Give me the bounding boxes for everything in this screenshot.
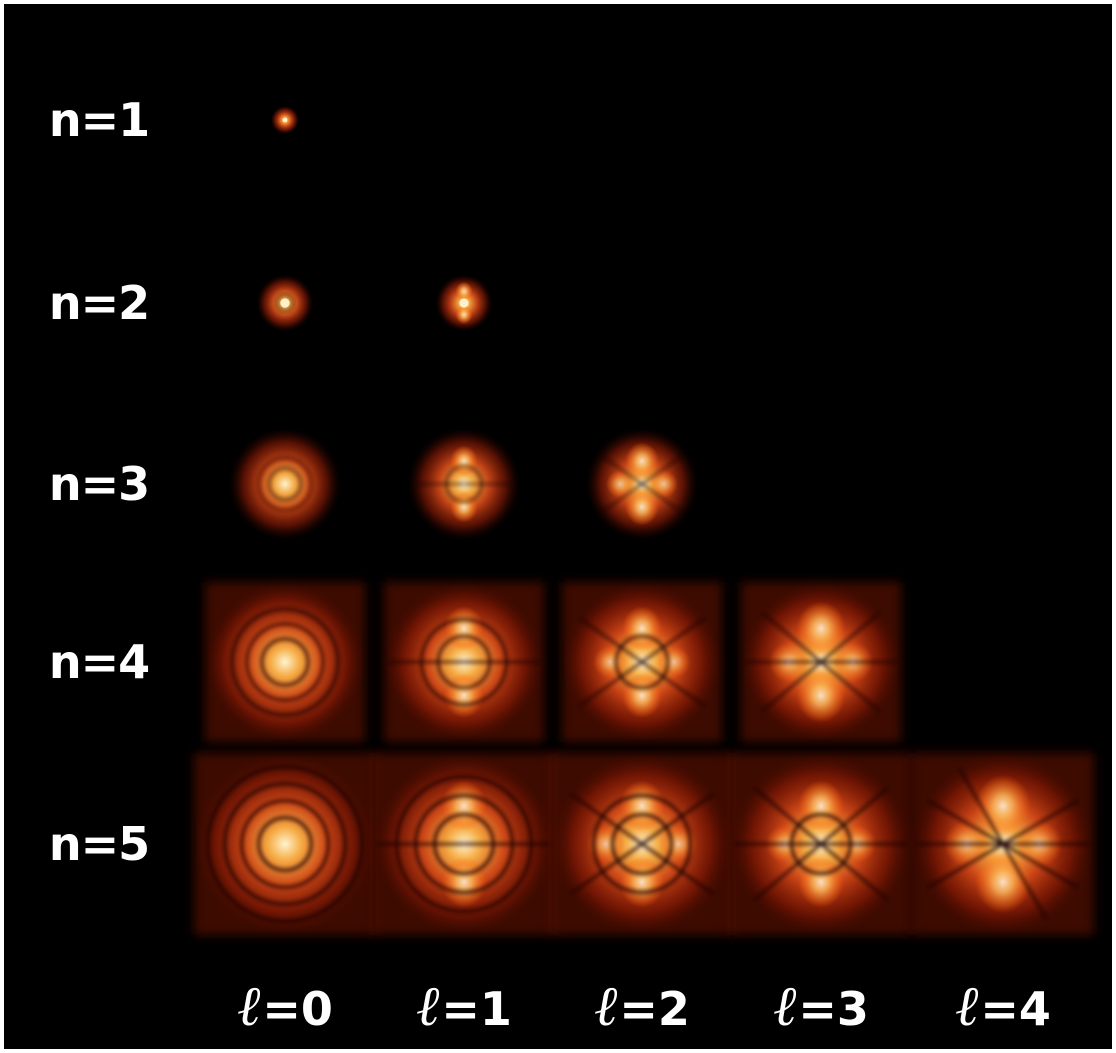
ell-symbol: ℓ xyxy=(594,974,617,1039)
ell-symbol: ℓ xyxy=(237,974,260,1039)
column-label-value: =3 xyxy=(798,982,869,1036)
column-label-value: =0 xyxy=(262,982,333,1036)
column-label-value: =4 xyxy=(980,982,1051,1036)
ell-symbol: ℓ xyxy=(416,974,439,1039)
orbital-n4-l1 xyxy=(382,580,545,743)
orbital-n5-l0 xyxy=(192,751,378,937)
row-label-n5: n=5 xyxy=(4,814,194,874)
ell-symbol: ℓ xyxy=(773,974,796,1039)
orbital-n3-l0 xyxy=(229,428,341,540)
orbital-n4-l3 xyxy=(739,580,902,743)
column-label-l4: ℓ=4 xyxy=(915,972,1091,1042)
row-label-n4: n=4 xyxy=(4,632,194,692)
column-label-value: =2 xyxy=(619,982,690,1036)
orbital-n3-l1 xyxy=(408,428,520,540)
orbital-n5-l4 xyxy=(910,751,1096,937)
ell-symbol: ℓ xyxy=(955,974,978,1039)
orbital-n4-l0 xyxy=(203,580,366,743)
row-label-n3: n=3 xyxy=(4,454,194,514)
column-label-l1: ℓ=1 xyxy=(376,972,552,1042)
orbital-n3-l2 xyxy=(586,428,698,540)
column-label-value: =1 xyxy=(441,982,512,1036)
column-label-l3: ℓ=3 xyxy=(733,972,909,1042)
orbital-n4-l2 xyxy=(560,580,723,743)
column-label-l0: ℓ=0 xyxy=(197,972,373,1042)
column-label-l2: ℓ=2 xyxy=(554,972,730,1042)
row-label-n1: n=1 xyxy=(4,90,194,150)
orbital-n2-l1 xyxy=(435,274,492,331)
orbital-n2-l0 xyxy=(256,274,313,331)
orbital-grid xyxy=(4,4,1112,1049)
orbital-n5-l3 xyxy=(728,751,914,937)
orbital-n5-l1 xyxy=(371,751,557,937)
orbital-n5-l2 xyxy=(549,751,735,937)
orbital-n1-l0 xyxy=(271,106,300,135)
row-label-n2: n=2 xyxy=(4,273,194,333)
